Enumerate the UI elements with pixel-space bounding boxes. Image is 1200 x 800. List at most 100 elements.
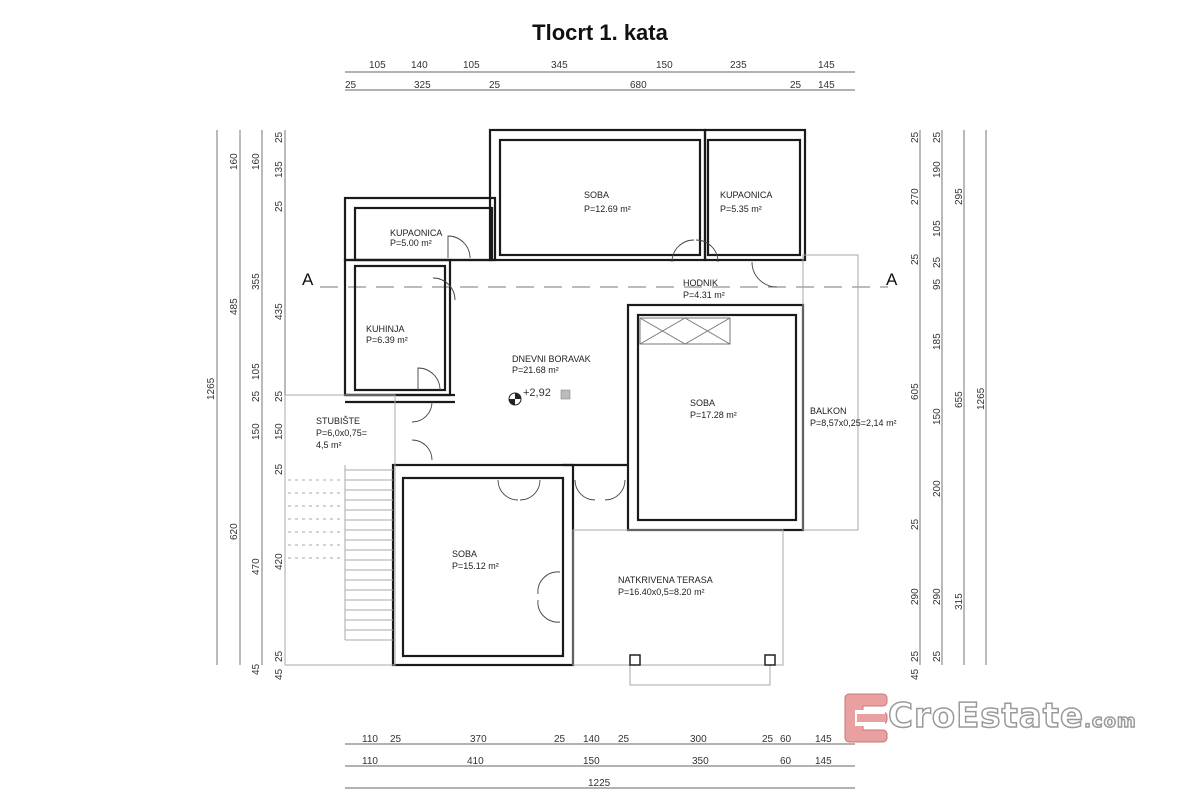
- dim-text: 25: [251, 390, 262, 402]
- room-name: HODNIK: [683, 278, 718, 288]
- dim-text: 185: [932, 333, 943, 350]
- dim-text: 680: [630, 80, 647, 91]
- dim-text: 105: [251, 363, 262, 380]
- dim-text: 295: [954, 188, 965, 205]
- dim-text: 45: [274, 668, 285, 680]
- dim-text: 435: [274, 303, 285, 320]
- dim-text: 235: [730, 60, 747, 71]
- light-lines: [284, 254, 859, 686]
- dim-text: 145: [818, 80, 835, 91]
- room-area: P=15.12 m²: [452, 561, 499, 571]
- logo-e-icon: [844, 693, 888, 743]
- room-area: P=21.68 m²: [512, 365, 559, 375]
- room-name: SOBA: [452, 549, 477, 559]
- bottom-dimensions: 110 25 370 25 140 25 300 25 60 145 110 4…: [345, 734, 855, 789]
- dim-text: 105: [932, 220, 943, 237]
- room-labels: KUPAONICA P=5.00 m² SOBA P=12.69 m² KUPA…: [316, 190, 897, 597]
- dim-text: 150: [656, 60, 673, 71]
- dim-text: 25: [910, 518, 921, 530]
- dim-text: 110: [362, 734, 378, 745]
- dim-text: 25: [554, 734, 566, 745]
- dim-text: 270: [910, 188, 921, 205]
- room-name: KUPAONICA: [720, 190, 772, 200]
- room-area: P=8,57x0,25=2,14 m²: [810, 418, 897, 428]
- room-area: P=5.00 m²: [390, 238, 432, 248]
- dim-text: 25: [790, 80, 802, 91]
- room-area: P=4.31 m²: [683, 290, 725, 300]
- dim-text: 290: [932, 588, 943, 605]
- dim-text: 135: [274, 161, 285, 178]
- dim-text: 345: [551, 60, 568, 71]
- dim-text: 105: [463, 60, 480, 71]
- dim-text: 485: [229, 298, 240, 315]
- dim-text: 60: [780, 756, 792, 767]
- room-name: BALKON: [810, 406, 847, 416]
- dim-text: 25: [910, 253, 921, 265]
- dim-text: 200: [932, 480, 943, 497]
- dim-text: 290: [910, 588, 921, 605]
- dim-text: 145: [815, 756, 832, 767]
- room-name: DNEVNI BORAVAK: [512, 354, 591, 364]
- dim-text: 105: [369, 60, 386, 71]
- room-area: P=6,0x0,75=: [316, 428, 367, 438]
- room-name: STUBIŠTE: [316, 416, 360, 426]
- dim-text: 25: [390, 734, 402, 745]
- room-name: SOBA: [690, 398, 715, 408]
- dim-text: 1265: [206, 377, 217, 400]
- dim-text: 25: [910, 650, 921, 662]
- dim-text: 350: [692, 756, 709, 767]
- dim-text: 150: [251, 423, 262, 440]
- plan-title: Tlocrt 1. kata: [532, 20, 668, 45]
- dim-text: 470: [251, 558, 262, 575]
- doors: [411, 235, 778, 623]
- room-area-2: 4,5 m²: [316, 440, 342, 450]
- room-area: P=6.39 m²: [366, 335, 408, 345]
- dim-text: 140: [411, 60, 428, 71]
- dim-text: 315: [954, 593, 965, 610]
- dim-text: 145: [815, 734, 832, 745]
- room-area: P=5.35 m²: [720, 204, 762, 214]
- dim-text: 145: [818, 60, 835, 71]
- croestate-logo: [843, 690, 1143, 746]
- dim-text: 25: [762, 734, 774, 745]
- logo-suffix: .com: [1083, 710, 1137, 733]
- dim-text: 160: [229, 153, 240, 170]
- dim-text: 45: [251, 663, 262, 675]
- level-marker: +2,92: [508, 387, 571, 406]
- dim-text: 25: [932, 131, 943, 143]
- dim-text: 25: [274, 650, 285, 662]
- section-marker-right: A: [886, 270, 898, 289]
- dim-text: 25: [932, 256, 943, 268]
- dim-text: 25: [345, 80, 357, 91]
- dim-text: 25: [274, 463, 285, 475]
- dim-text: 420: [274, 553, 285, 570]
- dim-text: 25: [274, 390, 285, 402]
- right-dimensions: 25 270 25 605 25 290 25 45 25 190 105 25…: [910, 130, 987, 680]
- dim-text: 25: [274, 131, 285, 143]
- room-area: P=17.28 m²: [690, 410, 737, 420]
- dim-text: 1265: [976, 387, 987, 410]
- dim-text: 25: [910, 131, 921, 143]
- dim-text: 605: [910, 383, 921, 400]
- logo-text: CroEstate.com: [887, 695, 1137, 737]
- dim-text: 300: [690, 734, 707, 745]
- dim-text: 25: [274, 200, 285, 212]
- dim-text: 25: [618, 734, 630, 745]
- level-marker-icon: [515, 393, 521, 399]
- dim-text: 1225: [588, 778, 611, 789]
- dim-text: 110: [362, 756, 378, 767]
- room-name: NATKRIVENA TERASA: [618, 575, 713, 585]
- room-area: P=16.40x0,5=8.20 m²: [618, 587, 705, 597]
- dim-text: 95: [932, 278, 943, 290]
- room-area: P=12.69 m²: [584, 204, 631, 214]
- dim-text: 150: [932, 408, 943, 425]
- dim-text: 25: [489, 80, 501, 91]
- dim-text: 355: [251, 273, 262, 290]
- section-marker-left: A: [302, 270, 314, 289]
- dim-text: 25: [932, 650, 943, 662]
- level-value: +2,92: [523, 387, 551, 399]
- dim-text: 60: [780, 734, 792, 745]
- dim-text: 140: [583, 734, 600, 745]
- room-name: SOBA: [584, 190, 609, 200]
